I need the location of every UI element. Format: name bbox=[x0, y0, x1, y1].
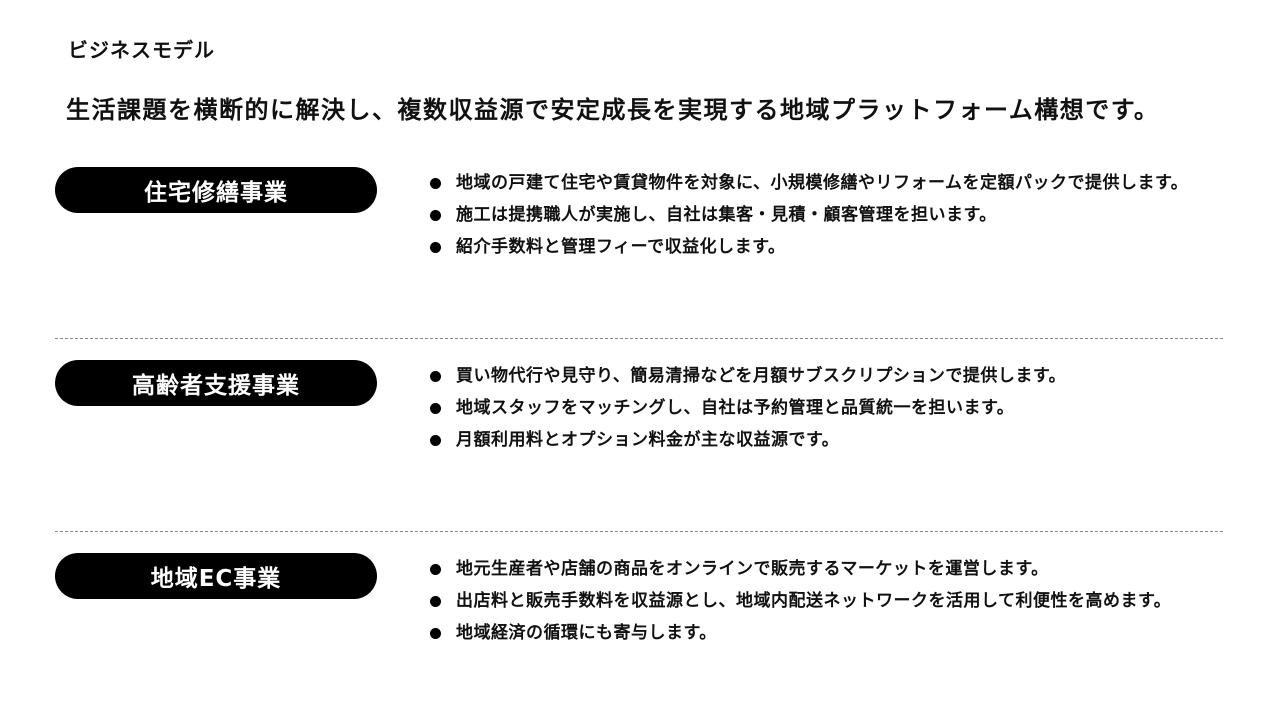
section-label: ビジネスモデル bbox=[68, 38, 215, 62]
bullet-item: 地域の戸建て住宅や賃貸物件を対象に、小規模修繕やリフォームを定額パックで提供しま… bbox=[428, 171, 1218, 195]
bullet-item: 地域経済の循環にも寄与します。 bbox=[428, 621, 1218, 645]
bullet-dot-icon bbox=[430, 435, 441, 446]
bullet-item: 施工は提携職人が実施し、自社は集客・見積・顧客管理を担います。 bbox=[428, 203, 1218, 227]
bullet-dot-icon bbox=[430, 178, 441, 189]
bullet-item: 買い物代行や見守り、簡易清掃などを月額サブスクリプションで提供します。 bbox=[428, 364, 1218, 388]
bullet-item: 地元生産者や店舗の商品をオンラインで販売するマーケットを運営します。 bbox=[428, 557, 1218, 581]
bullet-item: 月額利用料とオプション料金が主な収益源です。 bbox=[428, 428, 1218, 452]
bullet-list: 買い物代行や見守り、簡易清掃などを月額サブスクリプションで提供します。 地域スタ… bbox=[428, 364, 1218, 460]
bullet-dot-icon bbox=[430, 242, 441, 253]
bullet-item: 紹介手数料と管理フィーで収益化します。 bbox=[428, 235, 1218, 259]
bullet-item: 地域スタッフをマッチングし、自社は予約管理と品質統一を担います。 bbox=[428, 396, 1218, 420]
bullet-dot-icon bbox=[430, 628, 441, 639]
bullet-dot-icon bbox=[430, 403, 441, 414]
bullet-dot-icon bbox=[430, 210, 441, 221]
section-divider bbox=[55, 338, 1223, 339]
bullet-dot-icon bbox=[430, 564, 441, 575]
section-pill: 住宅修繕事業 bbox=[55, 167, 377, 213]
bullet-list: 地域の戸建て住宅や賃貸物件を対象に、小規模修繕やリフォームを定額パックで提供しま… bbox=[428, 171, 1218, 267]
section-pill: 地域EC事業 bbox=[55, 553, 377, 599]
page-title: 生活課題を横断的に解決し、複数収益源で安定成長を実現する地域プラットフォーム構想… bbox=[66, 96, 1160, 124]
section-pill: 高齢者支援事業 bbox=[55, 360, 377, 406]
bullet-dot-icon bbox=[430, 371, 441, 382]
bullet-dot-icon bbox=[430, 596, 441, 607]
section-divider bbox=[55, 531, 1223, 532]
bullet-item: 出店料と販売手数料を収益源とし、地域内配送ネットワークを活用して利便性を高めます… bbox=[428, 589, 1218, 613]
bullet-list: 地元生産者や店舗の商品をオンラインで販売するマーケットを運営します。 出店料と販… bbox=[428, 557, 1218, 653]
